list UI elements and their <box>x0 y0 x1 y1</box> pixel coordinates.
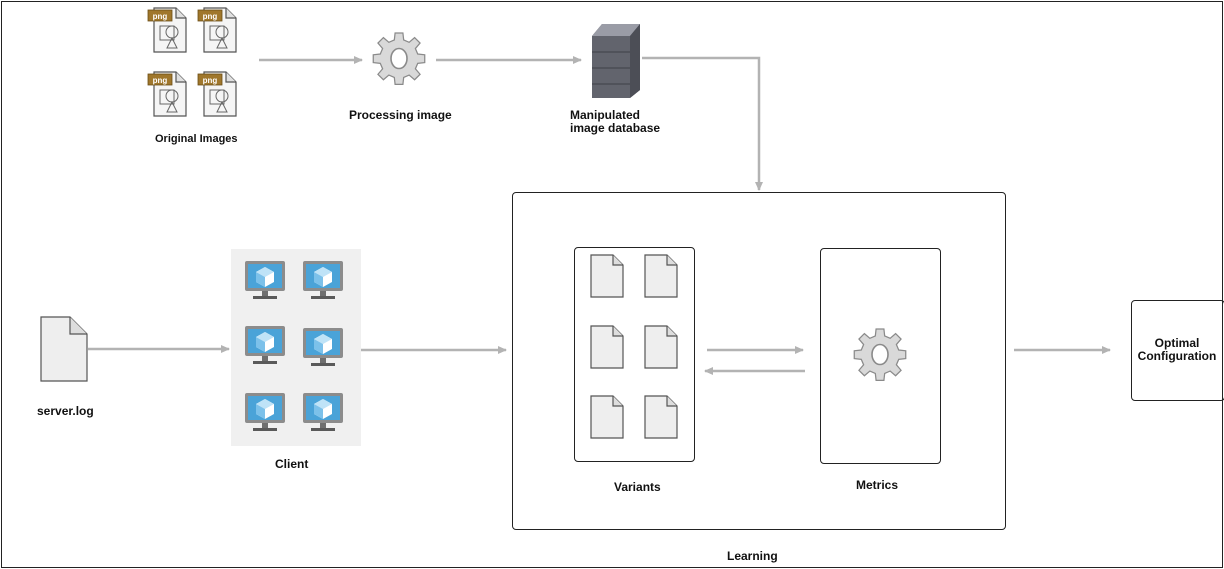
gear-icon <box>372 32 426 86</box>
document-icon <box>40 316 88 382</box>
arrow-database-to-learning <box>642 56 763 191</box>
png-file-icon <box>147 7 187 53</box>
document-icon <box>644 254 678 298</box>
learning-label: Learning <box>727 549 778 563</box>
png-file-icon <box>197 7 237 53</box>
optimal-configuration-box <box>1131 300 1224 401</box>
monitor-icon <box>245 261 285 299</box>
learning-box <box>512 192 1006 530</box>
client-label: Client <box>275 457 309 471</box>
document-icon <box>590 395 624 439</box>
optimal-label: Optimal <box>1154 336 1200 350</box>
monitor-icon <box>303 261 343 299</box>
document-icon <box>644 325 678 369</box>
monitor-icon <box>303 328 343 366</box>
gear-icon <box>853 328 907 382</box>
png-file-icon <box>147 71 187 117</box>
database-label-line1: Manipulated <box>570 108 641 122</box>
png-file-icon <box>197 71 237 117</box>
server-log-label: server.log <box>37 404 94 418</box>
database-label-line2: image database <box>570 121 661 135</box>
document-icon <box>644 395 678 439</box>
configuration-label: Configuration <box>1137 349 1217 363</box>
variants-label: Variants <box>614 480 661 494</box>
metrics-label: Metrics <box>856 478 899 492</box>
processing-image-label: Processing image <box>349 108 452 122</box>
original-images-label: Original Images <box>155 133 238 145</box>
monitor-icon <box>303 393 343 431</box>
document-icon <box>590 325 624 369</box>
monitor-icon <box>245 326 285 364</box>
server-icon <box>592 24 640 98</box>
document-icon <box>590 254 624 298</box>
variants-box <box>574 247 695 462</box>
monitor-icon <box>245 393 285 431</box>
metrics-box <box>820 248 941 464</box>
